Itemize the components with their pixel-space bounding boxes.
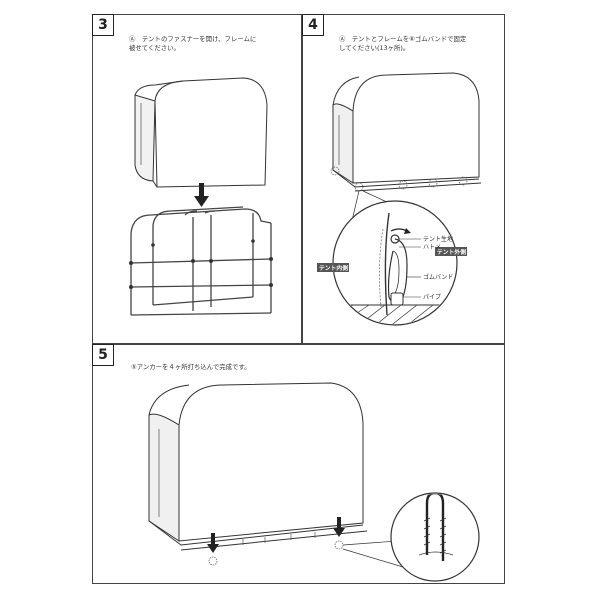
band-markers — [330, 166, 468, 192]
step-5-panel: 5 ⑤アンカーを４ヶ所打ち込んで完成です。 — [92, 344, 505, 584]
step-3-number: 3 — [92, 14, 114, 36]
svg-text:テント内側: テント内側 — [319, 264, 348, 272]
step-4-illustration: テント内側 テント外側 テント生地 ハトメ ゴムバンド パイプ — [317, 72, 482, 326]
svg-text:テント外側: テント外側 — [437, 248, 466, 256]
step-4-instruction: Ⓐ テントとフレームを⑥ゴムバンドで固定 してください(13ヶ所)。 — [339, 35, 467, 52]
step-4-panel: 4 Ⓐ テントとフレームを⑥ゴムバンドで固定 してください(13ヶ所)。 — [302, 14, 505, 344]
step-3-panel: 3 Ⓐ テントのファスナーを開け、フレームに 被せてください。 — [92, 14, 302, 344]
tent-inside-tag: テント内側 — [317, 263, 349, 272]
step-5-instruction: ⑤アンカーを４ヶ所打ち込んで完成です。 — [131, 363, 251, 371]
label-rubber-band: ゴムバンド — [423, 273, 453, 281]
step-3-instruction: Ⓐ テントのファスナーを開け、フレームに 被せてください。 — [129, 35, 257, 52]
base-frame — [332, 169, 482, 192]
completed-tent — [148, 382, 364, 542]
step-3-illustration — [129, 77, 273, 316]
label-grommet: ハトメ — [423, 244, 441, 251]
frame-joints — [129, 239, 273, 289]
step-5-illustration — [148, 382, 480, 582]
step-4-number: 4 — [302, 14, 324, 36]
tent-outside-tag: テント外側 — [435, 247, 467, 256]
anchor-zoom-circle — [390, 492, 480, 582]
ground-pegs — [208, 532, 344, 566]
anchor-arrow-right-icon — [333, 517, 345, 537]
tent-on-frame — [332, 72, 480, 184]
pipe-frame — [130, 206, 272, 316]
anchor-arrow-left-icon — [207, 533, 219, 553]
down-arrow-icon — [194, 183, 209, 207]
tent-cover — [134, 77, 268, 188]
detail-zoom-circle — [332, 200, 458, 326]
label-pipe: パイプ — [423, 294, 441, 301]
label-tent-fabric: テント生地 — [423, 235, 453, 243]
step-5-number: 5 — [92, 344, 114, 366]
